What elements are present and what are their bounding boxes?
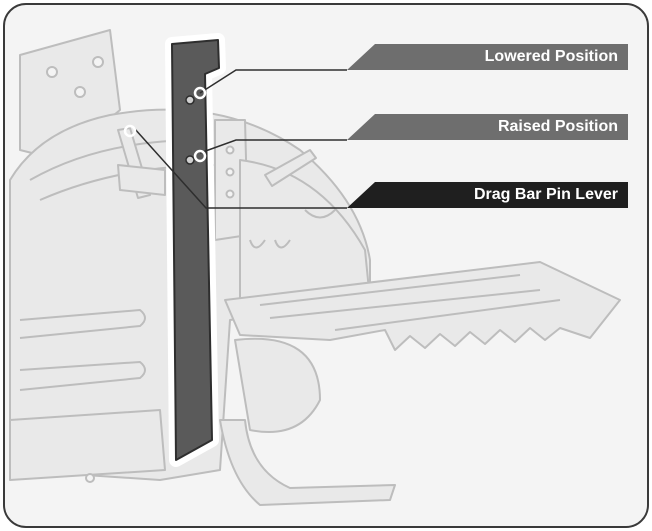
- bolt-hole: [74, 86, 86, 98]
- bolt-hole: [85, 473, 95, 483]
- leader-raised: [199, 139, 347, 154]
- bracket-hole: [225, 189, 235, 199]
- callout-label: Raised Position: [497, 118, 618, 135]
- callout-lowered-position: Lowered Position: [347, 44, 628, 70]
- pin-hole-raised: [185, 155, 195, 165]
- leader-lowered: [199, 69, 347, 94]
- side-slot: [19, 309, 146, 339]
- bolt-hole: [46, 66, 58, 78]
- leader-lever: [133, 127, 347, 209]
- drag-bar: [165, 33, 226, 467]
- callout-label: Drag Bar Pin Lever: [473, 186, 618, 203]
- rake: [224, 261, 621, 351]
- drag-tine: [219, 419, 396, 506]
- callout-label: Lowered Position: [484, 48, 618, 65]
- rotor: [234, 337, 321, 433]
- lever-body: [117, 164, 166, 196]
- pin-hole-lowered: [185, 95, 195, 105]
- side-slot: [19, 361, 146, 391]
- callout-drag-bar-pin-lever: Drag Bar Pin Lever: [347, 182, 628, 208]
- bracket-hole: [225, 167, 235, 177]
- leader-lines: [133, 69, 347, 209]
- tine-housing: [239, 159, 371, 301]
- lever-arm: [264, 149, 317, 187]
- callout-raised-position: Raised Position: [347, 114, 628, 140]
- bracket-hole: [225, 145, 235, 155]
- lower-panel: [9, 409, 166, 481]
- bolt-hole: [92, 56, 104, 68]
